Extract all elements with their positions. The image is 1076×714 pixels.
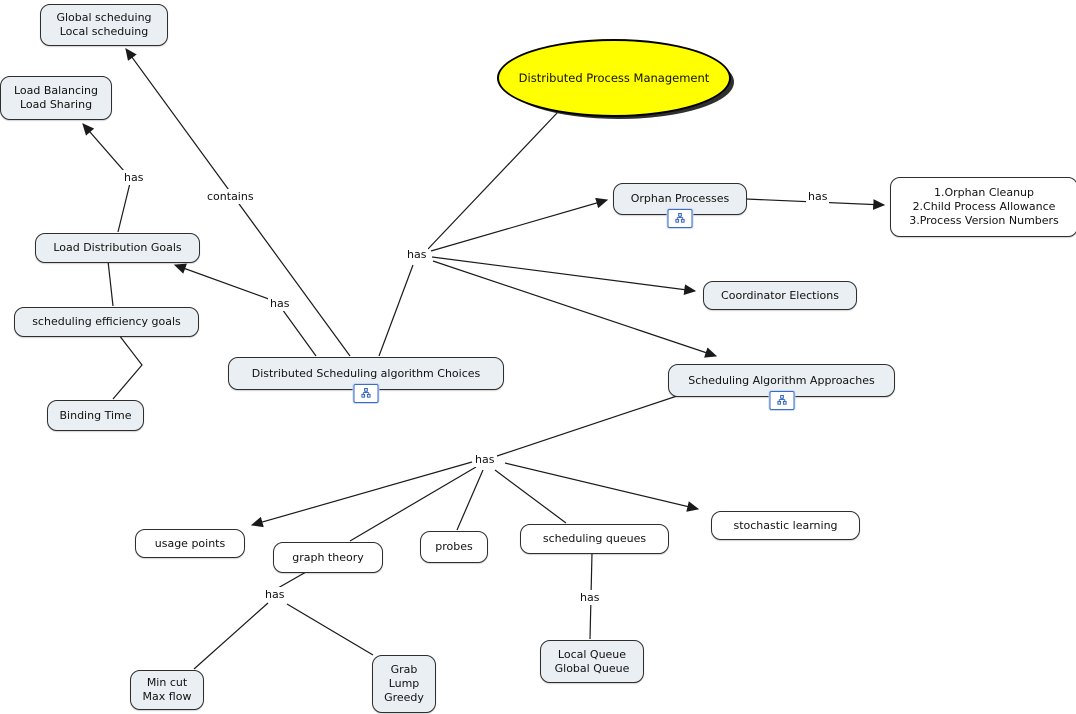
edge-label-has-load-distribution[interactable]: has	[122, 170, 146, 185]
node-local-global-queue[interactable]: Local Queue Global Queue	[540, 640, 644, 683]
node-orphan-processes[interactable]: Orphan Processes	[613, 183, 747, 228]
orgchart-icon[interactable]	[667, 209, 693, 228]
node-distributed-process-management[interactable]: Distributed Process Management	[497, 39, 731, 117]
node-global-local-scheduling[interactable]: Global scheduing Local scheduing	[40, 4, 168, 46]
node-min-cut-max-flow[interactable]: Min cut Max flow	[130, 670, 204, 710]
node-scheduling-algorithm-approaches[interactable]: Scheduling Algorithm Approaches	[668, 364, 895, 410]
edge-label-contains[interactable]: contains	[205, 189, 256, 204]
node-orphan-details[interactable]: 1.Orphan Cleanup 2.Child Process Allowan…	[890, 177, 1076, 237]
edge-label-has-graph-theory[interactable]: has	[263, 587, 287, 602]
edge-label-has-choices[interactable]: has	[268, 296, 292, 311]
node-usage-points[interactable]: usage points	[135, 529, 245, 558]
orgchart-icon[interactable]	[769, 391, 794, 410]
node-distributed-scheduling-choices[interactable]: Distributed Scheduling algorithm Choices	[228, 357, 504, 403]
node-load-distribution-goals[interactable]: Load Distribution Goals	[35, 233, 200, 263]
orgchart-icon[interactable]	[353, 384, 379, 403]
edge-label-has-queues[interactable]: has	[578, 590, 602, 605]
root-label: Distributed Process Management	[518, 70, 710, 85]
edge-label-has-root[interactable]: has	[405, 247, 429, 262]
edge-label-has-orphan[interactable]: has	[806, 189, 830, 204]
node-grab-lump-greedy[interactable]: Grab Lump Greedy	[372, 655, 436, 713]
node-graph-theory[interactable]: graph theory	[273, 542, 383, 573]
node-binding-time[interactable]: Binding Time	[47, 400, 144, 431]
node-stochastic-learning[interactable]: stochastic learning	[711, 511, 860, 540]
node-coordinator-elections[interactable]: Coordinator Elections	[703, 281, 857, 310]
node-probes[interactable]: probes	[420, 531, 488, 563]
node-scheduling-queues[interactable]: scheduling queues	[520, 524, 669, 554]
node-load-balancing-sharing[interactable]: Load Balancing Load Sharing	[0, 76, 112, 120]
node-scheduling-efficiency-goals[interactable]: scheduling efficiency goals	[14, 307, 199, 337]
edge-label-has-approaches[interactable]: has	[473, 452, 497, 467]
